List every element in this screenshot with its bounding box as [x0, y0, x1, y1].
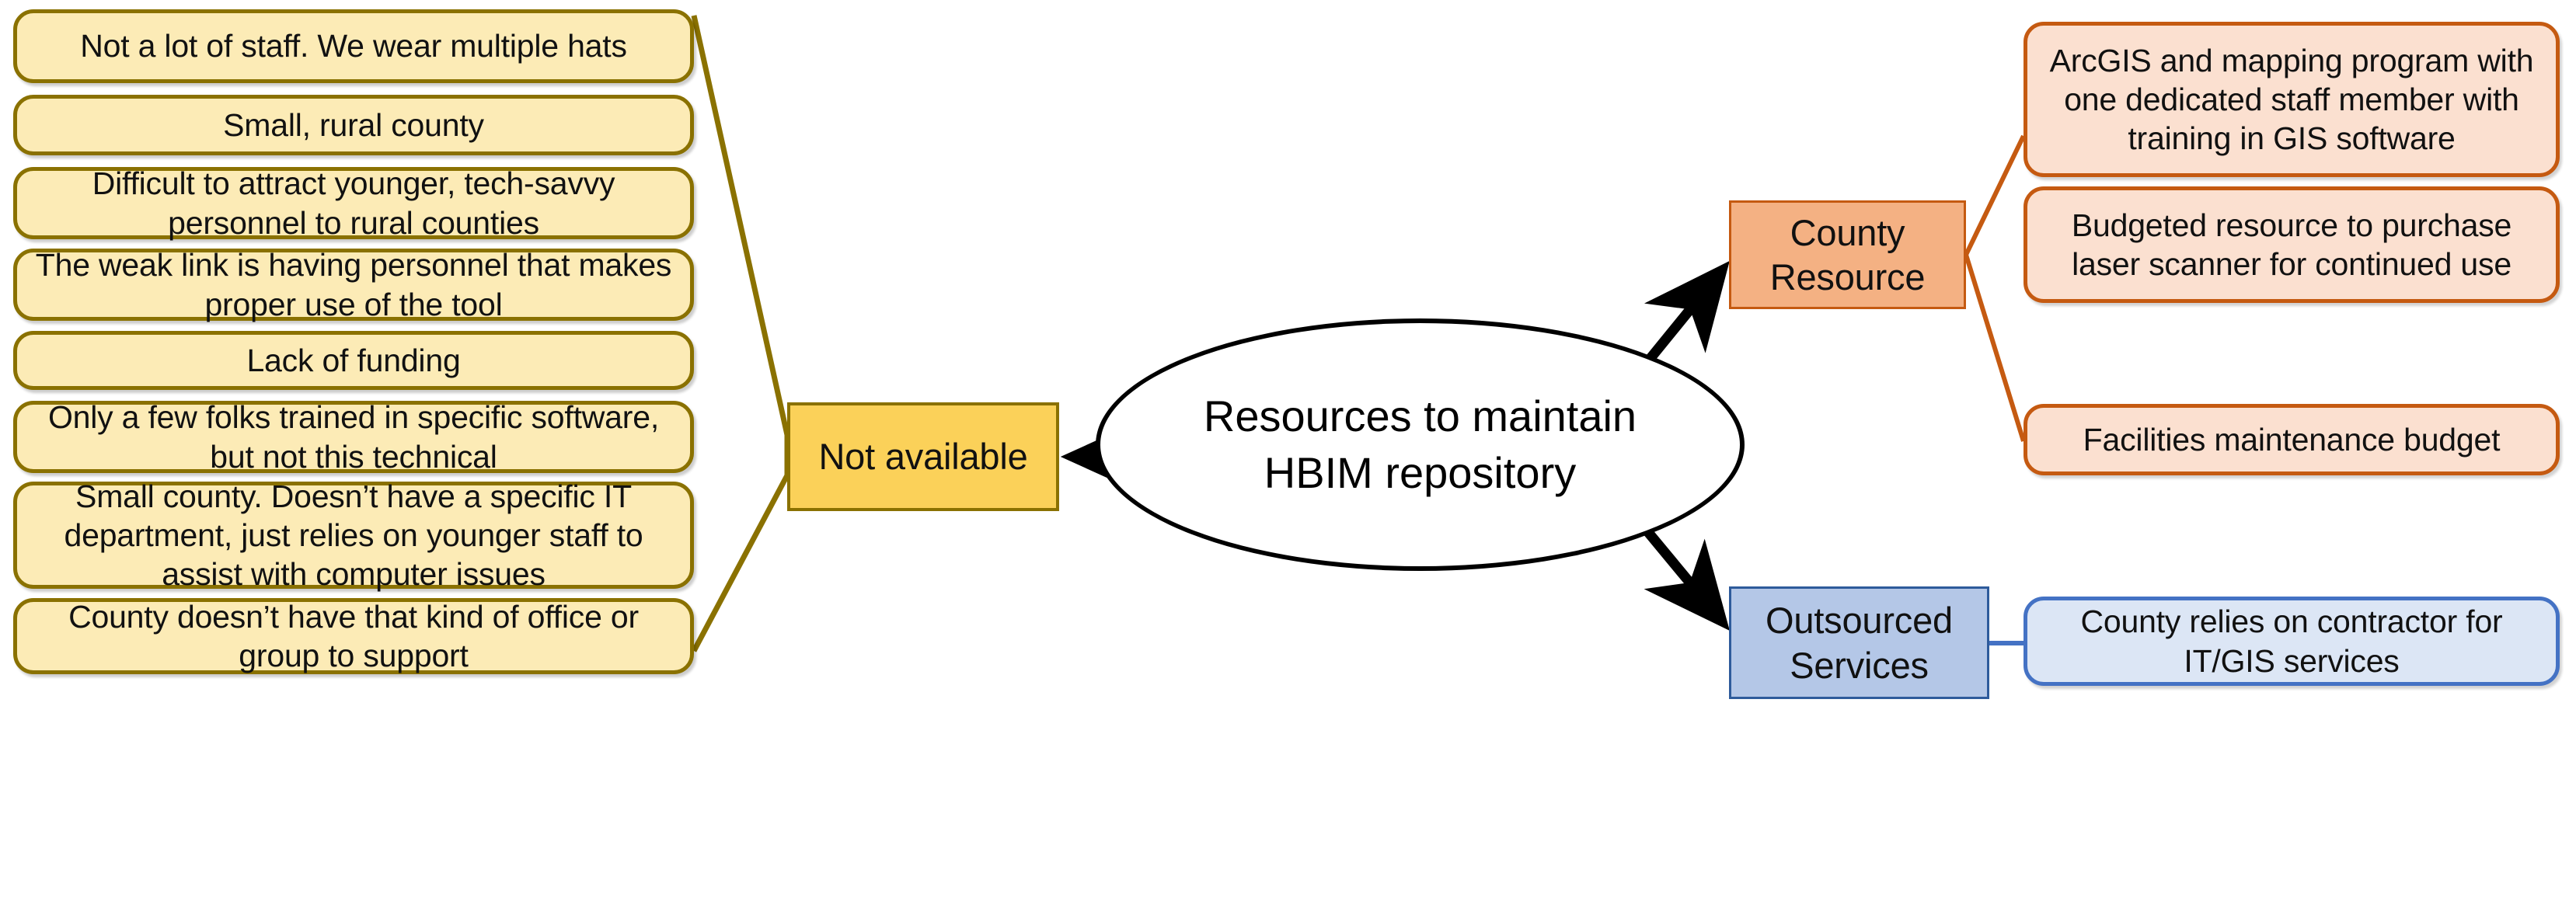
leaf-not-available-6[interactable]: Only a few folks trained in specific sof…	[13, 399, 694, 475]
olive-connector-fan	[691, 15, 790, 652]
leaf-not-available-4[interactable]: The weak link is having personnel that m…	[13, 247, 694, 322]
leaf-text: ArcGIS and mapping program with one dedi…	[2049, 42, 2534, 156]
leaf-text: Difficult to attract younger, tech-savvy…	[92, 165, 615, 241]
central-topic-label: Resources to maintain HBIM repository	[1203, 391, 1637, 497]
branch-outsourced-services[interactable]: Outsourced Services	[1729, 586, 1989, 699]
arrow-to-county-resource	[1643, 260, 1730, 366]
leaf-not-available-5[interactable]: Lack of funding	[13, 331, 694, 390]
central-topic-ellipse[interactable]: Resources to maintain HBIM repository	[1096, 318, 1745, 571]
leaf-county-resource-2[interactable]: Budgeted resource to purchase laser scan…	[2024, 186, 2560, 303]
leaf-text: Budgeted resource to purchase laser scan…	[2071, 207, 2512, 282]
leaf-text: The weak link is having personnel that m…	[35, 247, 672, 322]
leaf-county-resource-1[interactable]: ArcGIS and mapping program with one dedi…	[2024, 22, 2560, 177]
orange-connector-fan	[1964, 134, 2026, 442]
branch-not-available[interactable]: Not available	[787, 402, 1059, 511]
branch-county-resource[interactable]: County Resource	[1729, 200, 1966, 309]
leaf-outsourced-services-1[interactable]: County relies on contractor for IT/GIS s…	[2024, 597, 2560, 686]
leaf-text: Not a lot of staff. We wear multiple hat…	[80, 28, 627, 64]
branch-label: County Resource	[1769, 211, 1926, 297]
leaf-text: Lack of funding	[246, 342, 461, 378]
branch-label: Not available	[818, 436, 1028, 478]
leaf-not-available-2[interactable]: Small, rural county	[13, 95, 694, 155]
leaf-not-available-3[interactable]: Difficult to attract younger, tech-savvy…	[13, 165, 694, 241]
leaf-text: Small, rural county	[223, 106, 484, 143]
leaf-text: County relies on contractor for IT/GIS s…	[2080, 604, 2503, 679]
leaf-text: County doesn’t have that kind of office …	[68, 598, 639, 673]
leaf-not-available-1[interactable]: Not a lot of staff. We wear multiple hat…	[13, 9, 694, 83]
leaf-text: Only a few folks trained in specific sof…	[47, 399, 660, 475]
leaf-text: Facilities maintenance budget	[2083, 421, 2501, 457]
leaf-not-available-8[interactable]: County doesn’t have that kind of office …	[13, 598, 694, 674]
leaf-county-resource-3[interactable]: Facilities maintenance budget	[2024, 404, 2560, 475]
leaf-not-available-7[interactable]: Small county. Doesn’t have a specific IT…	[13, 478, 694, 592]
arrow-to-outsourced-services	[1635, 518, 1730, 631]
leaf-text: Small county. Doesn’t have a specific IT…	[64, 478, 643, 593]
branch-label: Outsourced Services	[1766, 600, 1953, 686]
